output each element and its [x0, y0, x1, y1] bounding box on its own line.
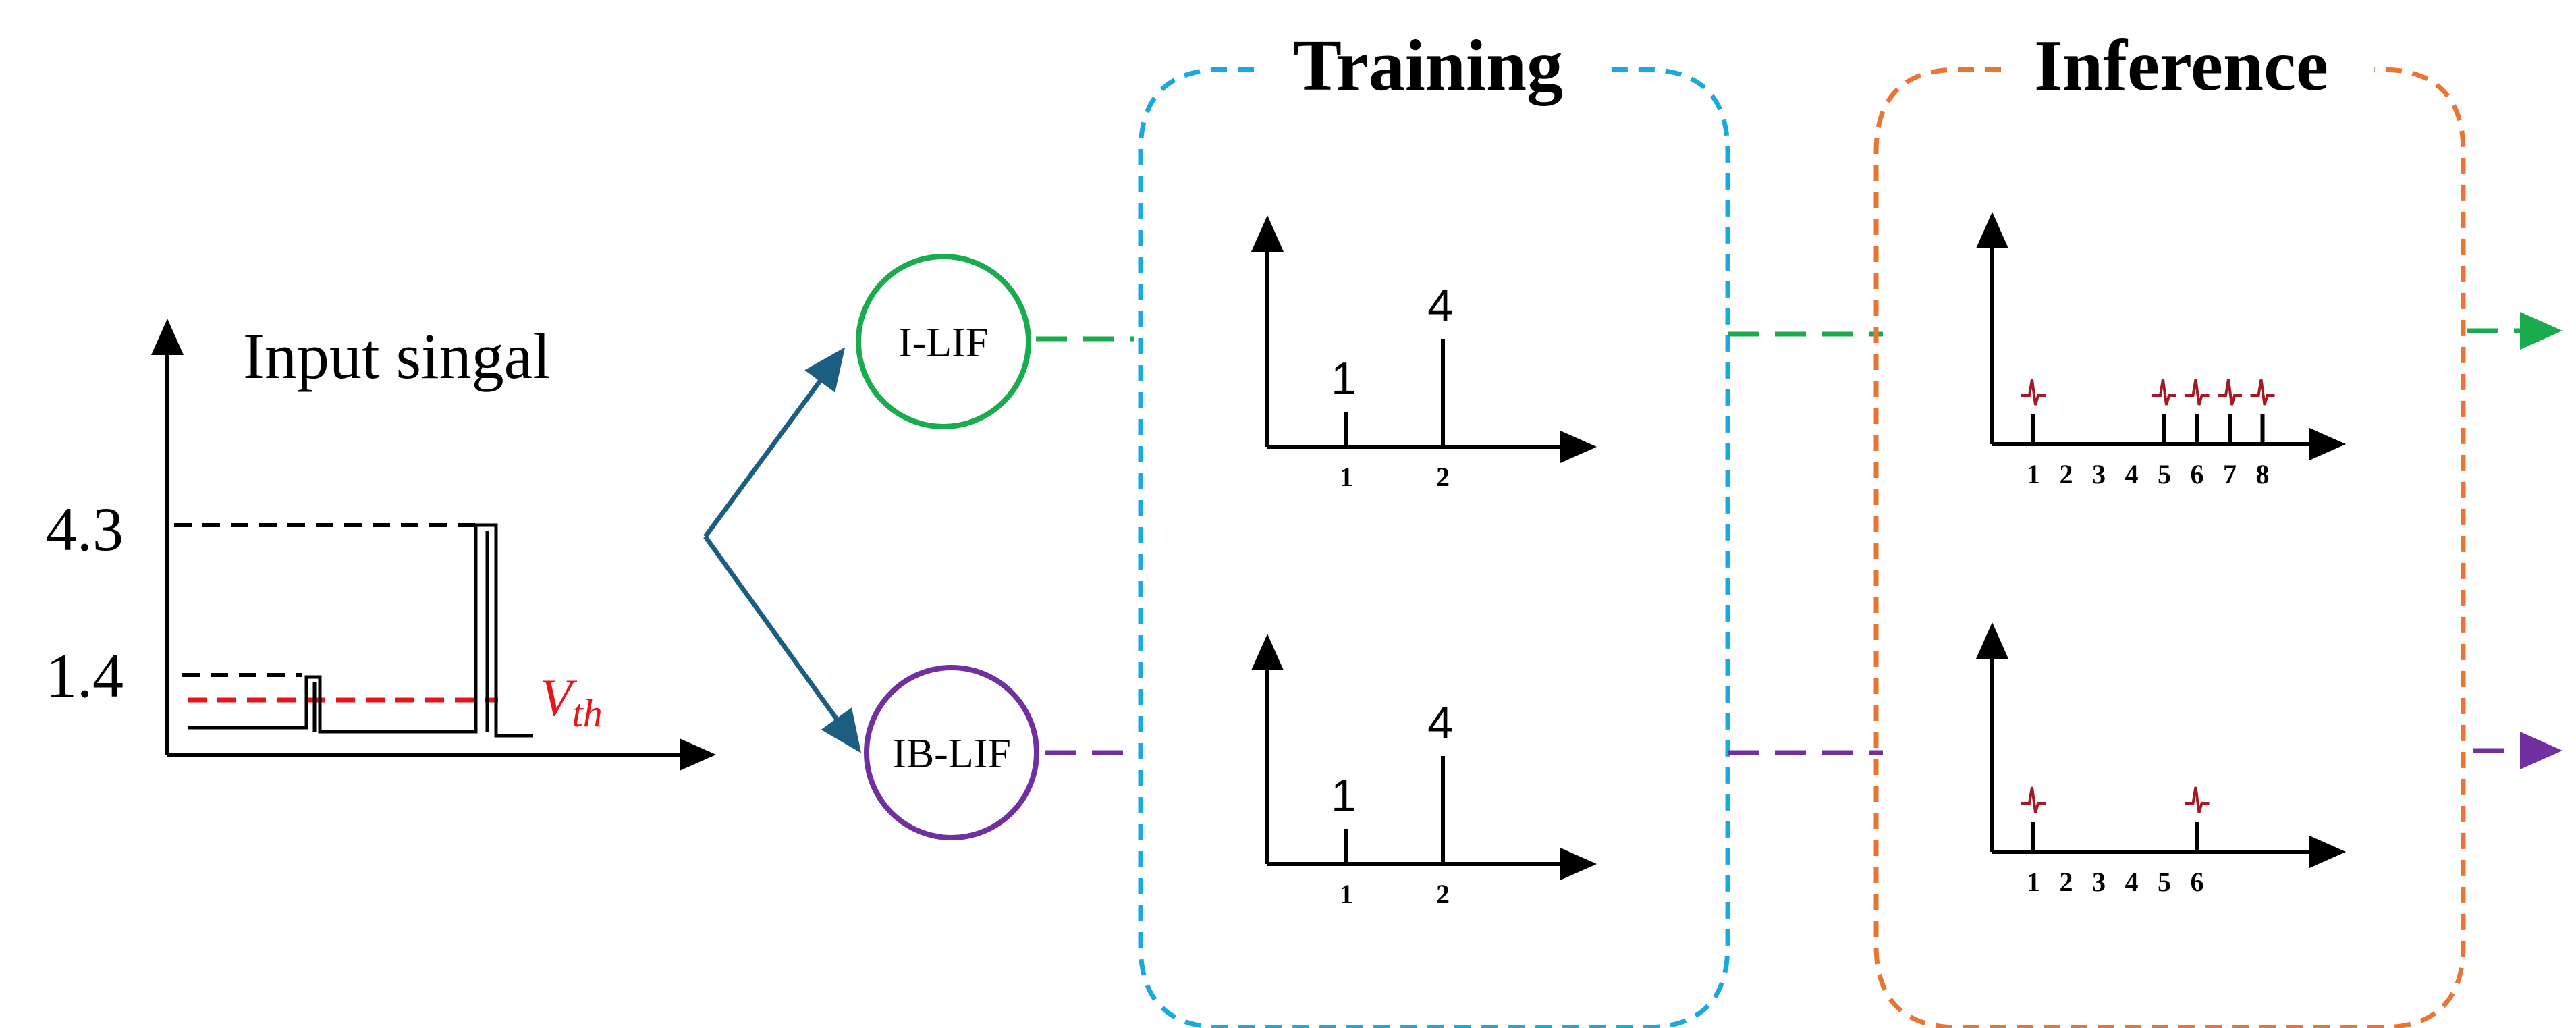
inference-top-spike-1 [2021, 379, 2046, 406]
inference-top-tick-6: 6 [2191, 459, 2204, 489]
inference-top-tick-7: 7 [2223, 459, 2237, 489]
ilif-label: I-LIF [898, 320, 989, 366]
inference-bottom-tick-2: 2 [2060, 867, 2073, 897]
training-chart-top: 1 1 4 2 [1251, 215, 1597, 492]
training-bottom-bar-value-2: 4 [1427, 697, 1453, 749]
inference-top-spike-5 [2152, 379, 2176, 406]
neuron-iblif: IB-LIF [864, 665, 1039, 840]
training-title: Training [1293, 26, 1563, 106]
training-top-bar-value-2: 4 [1427, 280, 1453, 331]
inference-bottom-spike-1 [2021, 786, 2046, 813]
training-top-tick-2: 2 [1436, 462, 1450, 492]
arrow-to-ilif [703, 347, 846, 539]
ilif-circle [856, 254, 1031, 429]
iblif-circle [864, 665, 1039, 840]
inference-bottom-tick-4: 4 [2125, 867, 2139, 897]
inference-top-spike-8 [2250, 379, 2275, 406]
training-bottom-tick-2: 2 [1436, 879, 1450, 909]
inference-top-spike-6 [2185, 379, 2210, 406]
threshold-label: Vth [540, 668, 603, 735]
arrow-to-iblif [703, 535, 862, 753]
inference-top-spike-7 [2218, 379, 2242, 406]
inference-top-tick-4: 4 [2125, 459, 2139, 489]
training-top-bar-value-1: 1 [1331, 353, 1356, 404]
inference-top-tick-8: 8 [2256, 459, 2270, 489]
training-chart-bottom: 1 1 4 2 [1251, 634, 1597, 909]
training-frame [1138, 67, 1730, 1028]
inference-title: Inference [2034, 26, 2328, 106]
inference-top-tick-3: 3 [2092, 459, 2106, 489]
iblif-label: IB-LIF [892, 731, 1011, 777]
inference-top-tick-1: 1 [2027, 459, 2040, 489]
input-signal-waveform [188, 523, 533, 738]
inference-bottom-tick-5: 5 [2158, 867, 2171, 897]
training-bottom-tick-1: 1 [1340, 879, 1353, 909]
inference-bottom-tick-1: 1 [2027, 867, 2040, 897]
training-bottom-bar-value-1: 1 [1331, 770, 1356, 821]
neuron-ilif: I-LIF [856, 254, 1031, 429]
inference-bottom-spike-6 [2185, 786, 2210, 813]
split-arrows [703, 347, 862, 753]
inference-top-tick-5: 5 [2158, 459, 2171, 489]
level-label-high: 4.3 [46, 495, 124, 564]
level-label-low: 1.4 [46, 641, 124, 710]
inference-bottom-tick-6: 6 [2191, 867, 2204, 897]
inference-bottom-tick-3: 3 [2092, 867, 2106, 897]
inference-top-tick-2: 2 [2060, 459, 2073, 489]
training-section: Training 1 1 4 2 1 1 4 2 [1138, 26, 1730, 1028]
input-signal-panel: Input singal 4.3 1.4 Vth [46, 319, 716, 771]
input-signal-title: Input singal [243, 320, 551, 392]
inference-frame [1873, 67, 2466, 1028]
training-top-tick-1: 1 [1340, 462, 1353, 492]
